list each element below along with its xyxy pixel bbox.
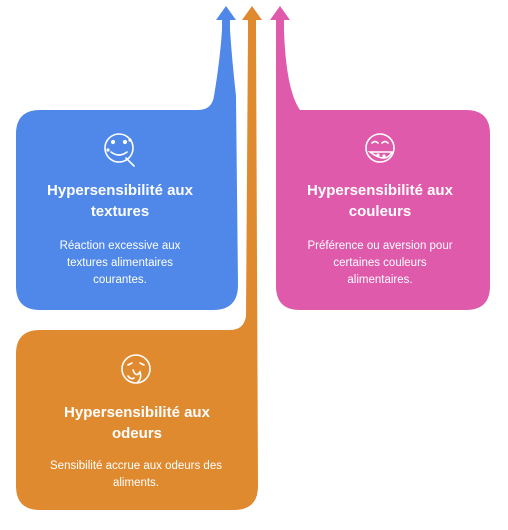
face-texture-icon [104, 133, 135, 167]
face-smell-icon [121, 354, 151, 384]
orange-card-shape [16, 6, 262, 510]
face-watermelon-icon [365, 133, 395, 163]
card-desc-couleurs: Préférence ou aversion pour certaines co… [307, 240, 453, 286]
card-title-odeurs: Hypersensibilité aux odeurs [64, 404, 210, 442]
card-desc-odeurs: Sensibilité accrue aux odeurs des alimen… [50, 460, 222, 489]
card-title-textures: Hypersensibilité aux textures [47, 182, 193, 220]
card-title-couleurs: Hypersensibilité aux couleurs [307, 182, 453, 220]
card-desc-textures: Réaction excessive aux textures alimenta… [59, 240, 181, 286]
